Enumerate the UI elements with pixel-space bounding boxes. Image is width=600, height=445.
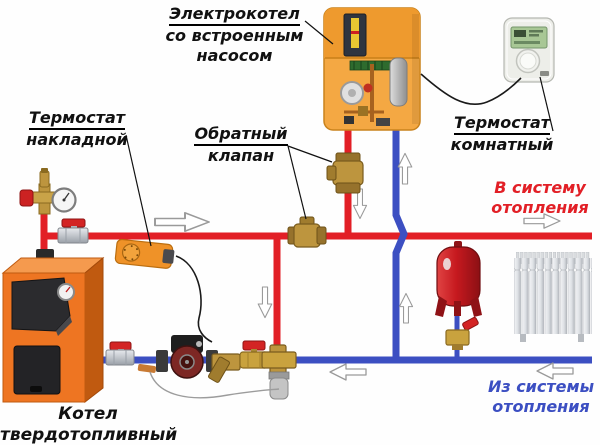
check-valve-horizontal — [287, 216, 327, 248]
safety-group — [19, 168, 77, 215]
arrow-left-icon — [329, 363, 367, 381]
return-shutoff-valve — [105, 341, 135, 366]
solid-fuel-boiler — [1, 249, 105, 404]
label-line: твердотопливный — [0, 425, 178, 445]
electric-boiler — [323, 7, 421, 131]
thermal-actuator — [269, 377, 289, 400]
radiator — [514, 252, 592, 342]
arrow-up-icon — [398, 292, 414, 324]
boiler-side-face — [84, 256, 104, 404]
label-line: со встроенным — [165, 26, 304, 45]
arrow-right-icon — [523, 213, 561, 229]
tank-valve — [445, 316, 479, 350]
air-vent-icon — [39, 170, 50, 188]
heat-exchanger-cylinder — [389, 57, 408, 107]
label-pointers — [125, 20, 554, 247]
pump-temp-sensor — [137, 364, 157, 373]
label-pipe-thermostat: Термостат накладной — [22, 108, 132, 150]
pointer-check-valve-upper — [287, 145, 333, 163]
pipe-thermostat-to-pump-wire — [175, 255, 213, 343]
electric-boiler-return-pipe — [392, 126, 408, 360]
label-line: клапан — [207, 146, 275, 165]
label-line: отопления — [491, 198, 589, 217]
label-room-thermostat: Термостат комнатный — [446, 113, 558, 155]
room-thermostat — [503, 17, 555, 83]
boiler-to-room-thermostat-wire — [420, 73, 522, 106]
boiler-door-edge — [56, 316, 72, 336]
label-electric-boiler: Электрокотел со встроенным насосом — [162, 4, 307, 66]
boiler-internals — [340, 57, 408, 126]
arrow-right-icon — [154, 212, 210, 232]
valve-handle — [61, 218, 86, 228]
boiler-ash-door — [13, 345, 61, 395]
expansion-tank — [435, 241, 482, 350]
y-strainer — [208, 353, 241, 383]
arrow-up-icon — [397, 152, 413, 185]
label-line: комнатный — [450, 135, 554, 154]
label-line: Электрокотел — [169, 4, 300, 26]
label-line: накладной — [26, 130, 128, 149]
tank-label-sticker — [443, 258, 451, 270]
pointer-electric-boiler — [304, 20, 334, 45]
label-from-system: Из системы отопления — [486, 377, 596, 417]
label-line: Термостат — [28, 108, 126, 130]
check-valve-vertical — [326, 152, 364, 194]
label-line: Из системы — [487, 377, 595, 396]
capillary-tube — [149, 371, 280, 399]
pointer-room-thermostat — [539, 76, 554, 132]
pointer-check-valve-lower — [287, 145, 307, 220]
wires — [149, 73, 522, 399]
three-way-mixing-valve — [261, 344, 297, 400]
label-solid-fuel-boiler: Котел твердотопливный — [0, 404, 178, 445]
arrow-down-icon — [257, 286, 273, 319]
label-line: В систему — [494, 178, 586, 197]
circulation-pump — [137, 335, 218, 379]
flow-arrows — [154, 152, 574, 381]
label-line: отопления — [492, 397, 590, 416]
label-to-system: В систему отопления — [488, 178, 592, 218]
label-line: Обратный — [194, 124, 288, 146]
thermostat-cable-gland — [162, 249, 175, 264]
label-line: Котел — [58, 404, 118, 424]
pointer-pipe-thermostat — [125, 134, 152, 247]
pipe-thermostat — [114, 238, 175, 269]
supply-ball-valve — [57, 218, 89, 244]
arrow-left-icon — [536, 362, 574, 380]
thermostat-dial — [121, 243, 141, 262]
label-line: Термостат — [453, 113, 551, 135]
label-check-valve: Обратный клапан — [190, 124, 292, 166]
boiler-door-handle — [30, 386, 42, 392]
safety-valve-icon — [19, 189, 34, 207]
label-line: насосом — [196, 46, 273, 65]
